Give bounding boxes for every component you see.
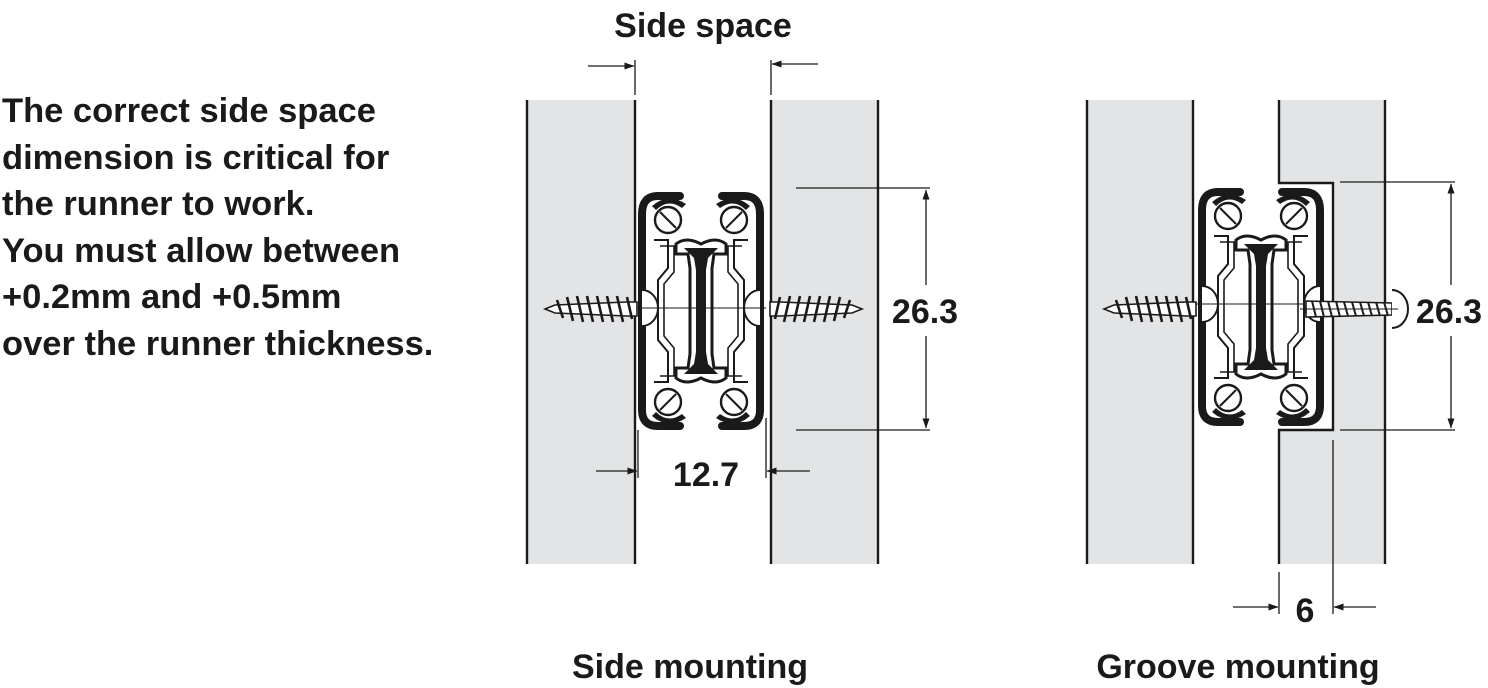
side-thickness-dimension: 12.7 bbox=[673, 456, 739, 494]
note-line: over the runner thickness. bbox=[2, 324, 434, 363]
groove-mounting-caption: Groove mounting bbox=[1096, 648, 1379, 686]
note-line: dimension is critical for bbox=[2, 138, 390, 177]
groove-mounting-figure: 26.3 6 Groove mounting bbox=[1085, 100, 1482, 686]
side-space-label: Side space bbox=[614, 7, 792, 45]
runner-cross-section bbox=[636, 196, 766, 426]
cabinet-side-panel bbox=[527, 100, 635, 564]
side-space-note: The correct side space dimension is crit… bbox=[2, 88, 502, 367]
note-line: the runner to work. bbox=[2, 185, 315, 223]
note-line: You must allow between bbox=[2, 231, 401, 270]
side-mounting-figure: Side space 26.3 12.7 Side mounting bbox=[525, 7, 958, 686]
groove-screw-right bbox=[1300, 289, 1409, 329]
grooved-drawer-panel bbox=[1279, 100, 1385, 564]
groove-cabinet-panel bbox=[1087, 100, 1193, 564]
drawer-side-panel bbox=[771, 100, 878, 564]
groove-depth-dimension: 6 bbox=[1296, 592, 1315, 630]
side-mounting-caption: Side mounting bbox=[572, 648, 808, 686]
note-line: +0.2mm and +0.5mm bbox=[2, 278, 342, 316]
note-line: The correct side space bbox=[2, 92, 376, 130]
side-height-dimension: 26.3 bbox=[892, 293, 958, 331]
groove-height-dimension: 26.3 bbox=[1416, 293, 1482, 331]
